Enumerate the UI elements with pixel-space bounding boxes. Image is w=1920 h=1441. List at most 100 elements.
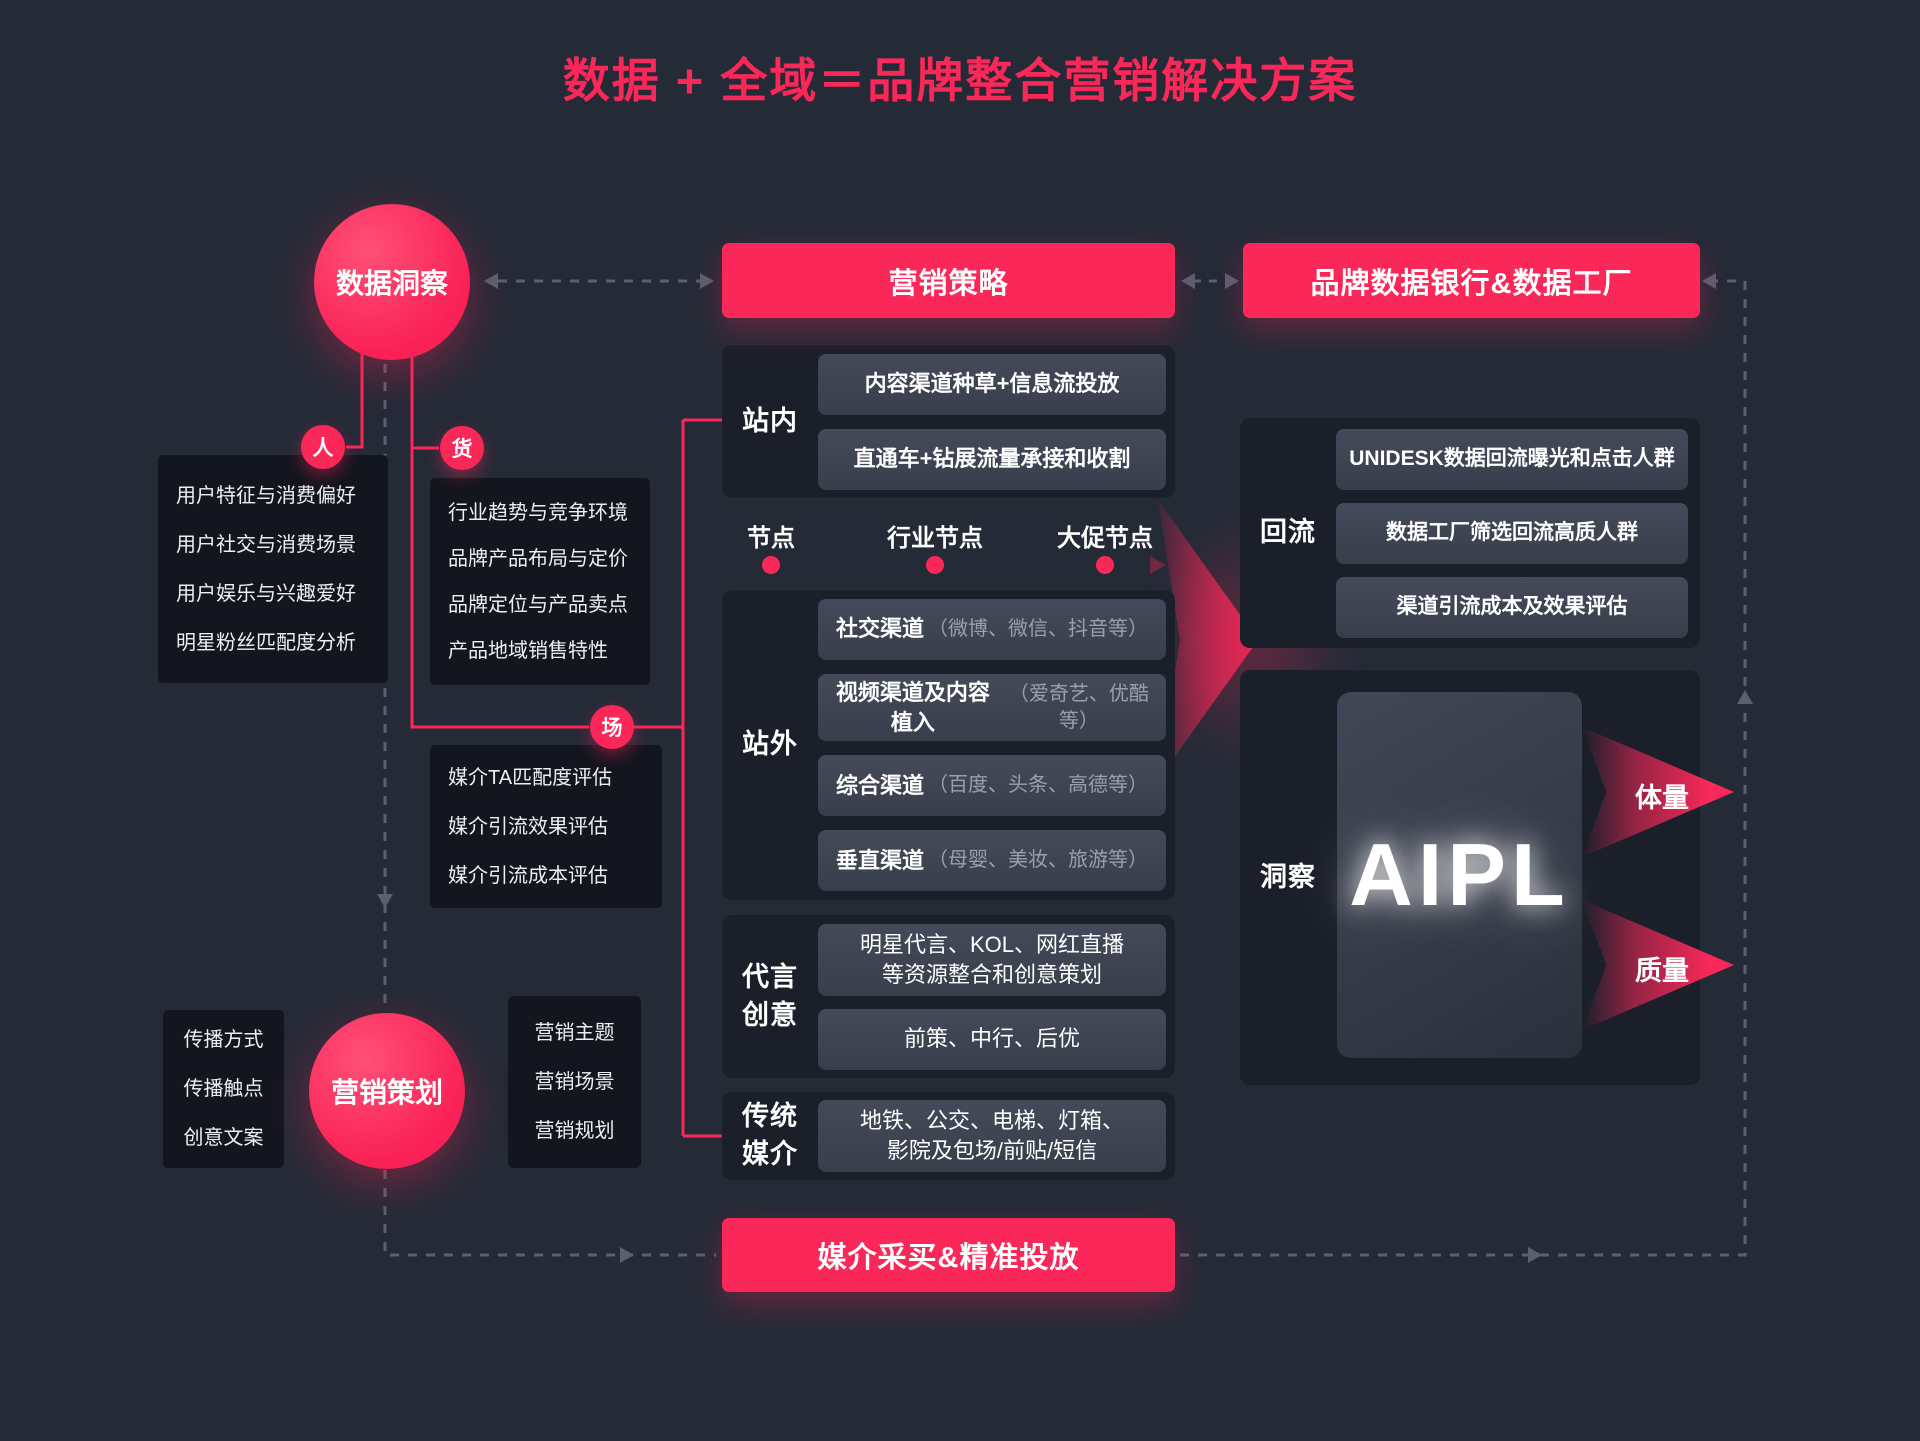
offsite-item-sub: （百度、头条、高德等）	[928, 774, 1148, 797]
endorsement-panel: 代言 创意 明星代言、KOL、网红直播 等资源整合和创意策划 前策、中行、后优	[722, 915, 1175, 1078]
media-buy-button: 媒介采买&精准投放	[722, 1218, 1175, 1292]
pink-connectors	[346, 340, 722, 1138]
timeline-dot	[1096, 556, 1114, 574]
list-item: 营销场景	[534, 1071, 615, 1093]
traditional-label: 传统 媒介	[742, 1101, 798, 1169]
reflow-item: 数据工厂筛选回流高质人群	[1336, 502, 1688, 564]
timeline-label: 行业节点	[887, 525, 983, 552]
scene-box: 媒介TA匹配度评估 媒介引流效果评估 媒介引流成本评估	[430, 745, 662, 908]
offsite-item-sub: （微博、微信、抖音等）	[928, 617, 1148, 640]
offsite-items: 社交渠道 （微博、微信、抖音等） 视频渠道及内容植入 （爱奇艺、优酷等） 综合渠…	[818, 598, 1175, 892]
aipl-text: AIPL	[1349, 825, 1570, 924]
list-item: 媒介引流成本评估	[448, 864, 608, 887]
endorsement-item: 明星代言、KOL、网红直播 等资源整合和创意策划	[818, 923, 1166, 996]
people-badge: 人	[301, 425, 345, 469]
people-badge-label: 人	[312, 437, 334, 460]
timeline-line	[762, 556, 1166, 574]
goods-badge-label: 货	[451, 438, 473, 461]
node-marketing-planning-label: 营销策划	[330, 1077, 443, 1108]
dashed-connector-mediabuy-databank	[1180, 279, 1747, 1257]
offsite-item-main: 视频渠道及内容植入	[835, 679, 990, 735]
reflow-items: UNIDESK数据回流曝光和点击人群 数据工厂筛选回流高质人群 渠道引流成本及效…	[1336, 428, 1700, 638]
offsite-item: 视频渠道及内容植入 （爱奇艺、优酷等）	[818, 673, 1166, 742]
list-item: 创意文案	[183, 1127, 264, 1149]
list-item: 用户社交与消费场景	[176, 533, 356, 556]
goods-badge: 货	[440, 426, 484, 470]
reflow-item-label: 渠道引流成本及效果评估	[1396, 594, 1628, 618]
media-buy-label: 媒介采买&精准投放	[817, 1242, 1080, 1274]
databank-header-label: 品牌数据银行&数据工厂	[1310, 267, 1633, 300]
reflow-label: 回流	[1260, 517, 1316, 548]
aipl-box: AIPL	[1337, 692, 1582, 1058]
reflow-panel: 回流 UNIDESK数据回流曝光和点击人群 数据工厂筛选回流高质人群 渠道引流成…	[1240, 418, 1700, 648]
node-data-insight-label: 数据洞察	[335, 268, 448, 299]
list-item: 明星粉丝匹配度分析	[176, 631, 356, 654]
list-item: 品牌定位与产品卖点	[448, 593, 628, 616]
strategy-header-label: 营销策略	[888, 267, 1009, 300]
timeline-label: 大促节点	[1057, 525, 1153, 552]
reflow-item: UNIDESK数据回流曝光和点击人群	[1336, 428, 1688, 490]
offsite-item-sub: （母婴、美妆、旅游等）	[928, 849, 1148, 872]
timeline-dot	[926, 556, 944, 574]
list-item: 用户特征与消费偏好	[176, 484, 356, 507]
arrow-down-icon	[377, 894, 393, 908]
goods-box: 行业趋势与竞争环境 品牌产品布局与定价 品牌定位与产品卖点 产品地域销售特性	[430, 478, 650, 685]
arrow-left-icon	[1181, 273, 1195, 289]
page-title: 数据 + 全域＝品牌整合营销解决方案	[562, 54, 1358, 107]
traditional-item: 地铁、公交、电梯、灯箱、 影院及包场/前贴/短信	[818, 1100, 1166, 1172]
list-item: 品牌产品布局与定价	[448, 547, 628, 570]
traditional-items: 地铁、公交、电梯、灯箱、 影院及包场/前贴/短信	[818, 1100, 1175, 1172]
offsite-item: 社交渠道 （微博、微信、抖音等）	[818, 598, 1166, 660]
list-item: 用户娱乐与兴趣爱好	[176, 582, 356, 605]
onsite-item: 内容渠道种草+信息流投放	[818, 353, 1166, 415]
onsite-label: 站内	[742, 405, 798, 436]
list-item: 行业趋势与竞争环境	[448, 501, 628, 524]
onsite-item-label: 直通车+钻展流量承接和收割	[853, 446, 1131, 472]
strategy-header: 营销策略	[722, 243, 1175, 318]
arrow-right-icon	[1225, 273, 1239, 289]
arrow-right-icon	[700, 273, 714, 289]
planning-right-box: 营销主题 营销场景 营销规划	[508, 996, 641, 1168]
reflow-item-label: UNIDESK数据回流曝光和点击人群	[1349, 446, 1675, 470]
databank-header: 品牌数据银行&数据工厂	[1243, 243, 1700, 318]
reflow-item: 渠道引流成本及效果评估	[1336, 576, 1688, 638]
aipl-panel-label: 洞察	[1260, 861, 1316, 892]
timeline-label: 节点	[747, 525, 795, 552]
arrow-up-icon	[1737, 690, 1753, 704]
list-item: 传播方式	[183, 1029, 264, 1051]
onsite-panel: 站内 内容渠道种草+信息流投放 直通车+钻展流量承接和收割	[722, 345, 1175, 498]
scene-badge-label: 场	[601, 717, 623, 740]
offsite-item-sub: （爱奇艺、优酷等）	[1008, 682, 1149, 732]
arrow-right-icon	[620, 1247, 634, 1263]
people-box: 用户特征与消费偏好 用户社交与消费场景 用户娱乐与兴趣爱好 明星粉丝匹配度分析	[158, 455, 388, 683]
endorsement-label: 代言 创意	[742, 961, 798, 1030]
offsite-panel: 站外 社交渠道 （微博、微信、抖音等） 视频渠道及内容植入 （爱奇艺、优酷等） …	[722, 590, 1175, 900]
endorsement-items: 明星代言、KOL、网红直播 等资源整合和创意策划 前策、中行、后优	[818, 923, 1175, 1070]
list-item: 营销主题	[534, 1022, 615, 1044]
list-item: 营销规划	[534, 1120, 615, 1142]
timeline-dot	[762, 556, 780, 574]
reflow-item-label: 数据工厂筛选回流高质人群	[1386, 520, 1638, 544]
offsite-item-main: 垂直渠道	[835, 847, 924, 873]
onsite-item-label: 内容渠道种草+信息流投放	[864, 371, 1120, 397]
node-marketing-planning: 营销策划	[309, 1013, 465, 1169]
offsite-item-main: 社交渠道	[835, 616, 924, 642]
list-item: 媒介TA匹配度评估	[448, 766, 613, 789]
arrow-left-icon	[484, 273, 498, 289]
onsite-item: 直通车+钻展流量承接和收割	[818, 428, 1166, 490]
arrow-left-icon	[1702, 273, 1716, 289]
list-item: 媒介引流效果评估	[448, 815, 608, 838]
onsite-items: 内容渠道种草+信息流投放 直通车+钻展流量承接和收割	[818, 353, 1175, 490]
quality-label: 质量	[1635, 956, 1689, 986]
traditional-panel: 传统 媒介 地铁、公交、电梯、灯箱、 影院及包场/前贴/短信	[722, 1092, 1175, 1180]
dashed-connector-planning-mediabuy	[383, 1170, 716, 1257]
list-item: 传播触点	[183, 1078, 264, 1100]
offsite-item: 综合渠道 （百度、头条、高德等）	[818, 755, 1166, 817]
list-item: 产品地域销售特性	[448, 639, 608, 662]
offsite-item: 垂直渠道 （母婴、美妆、旅游等）	[818, 830, 1166, 892]
node-data-insight: 数据洞察	[314, 204, 470, 360]
endorsement-item: 前策、中行、后优	[818, 1008, 1166, 1070]
scene-badge: 场	[590, 705, 634, 749]
